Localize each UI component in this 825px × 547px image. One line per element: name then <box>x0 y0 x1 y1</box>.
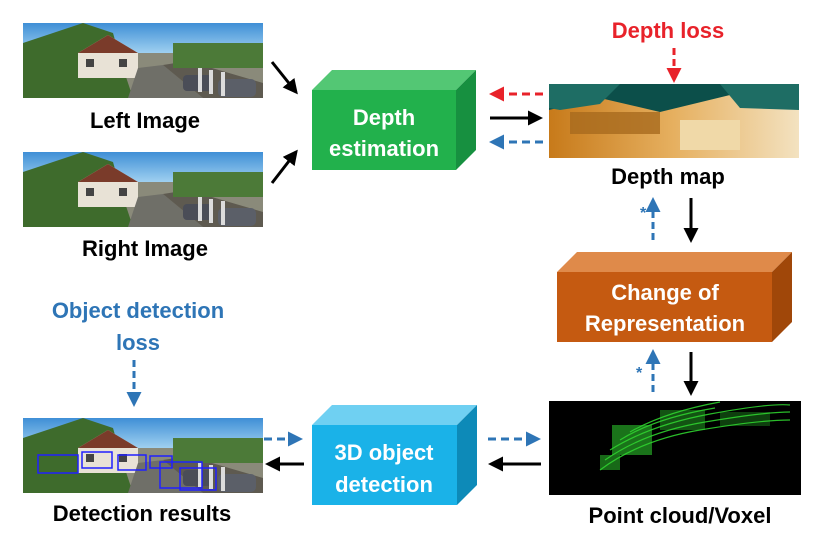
left-image <box>23 23 263 98</box>
detection-results-image <box>23 418 263 493</box>
right-image <box>23 152 263 227</box>
depth-estimation-line2: estimation <box>329 136 439 161</box>
object-loss-line2: loss <box>116 330 160 355</box>
detection-results-label: Detection results <box>53 501 232 526</box>
right-to-depth-arrow <box>270 149 298 184</box>
change-line1: Change of <box>611 280 719 305</box>
change-of-representation-box <box>557 252 792 342</box>
change-line2: Representation <box>585 311 745 336</box>
point-cloud-image <box>549 401 801 495</box>
right-image-label: Right Image <box>82 236 208 261</box>
3d-object-detection-box <box>312 405 477 505</box>
left-image-label: Left Image <box>90 108 200 133</box>
depth-estimation-line1: Depth <box>353 105 415 130</box>
star-upper: * <box>640 205 647 222</box>
point-cloud-label: Point cloud/Voxel <box>589 503 772 528</box>
left-to-depth-arrow <box>270 61 298 95</box>
depth-map-label: Depth map <box>611 164 725 189</box>
depth-estimation-box <box>312 70 476 170</box>
detection-line1: 3D object <box>334 440 434 465</box>
detection-line2: detection <box>335 472 433 497</box>
object-loss-line1: Object detection <box>52 298 224 323</box>
depth-map-image <box>549 84 799 158</box>
star-lower: * <box>636 365 643 382</box>
depth-loss-label: Depth loss <box>612 18 724 43</box>
